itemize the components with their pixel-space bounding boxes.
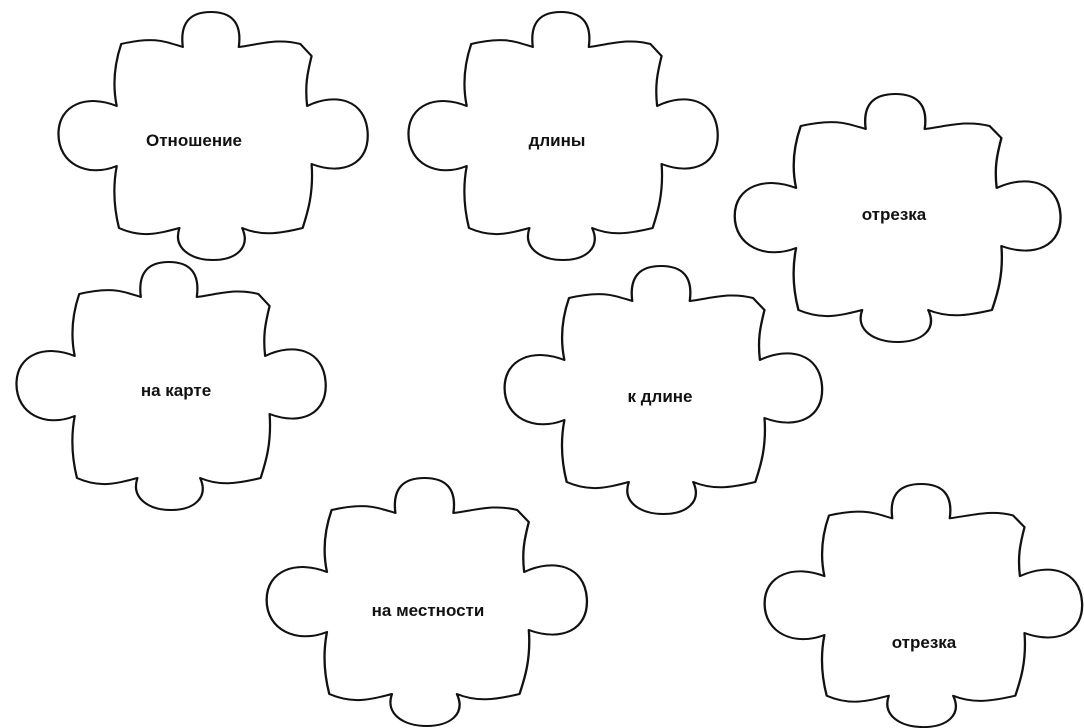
piece-label-5: к длине [628, 387, 693, 406]
piece-label-1: Отношение [146, 131, 242, 150]
puzzle-piece-7[interactable] [765, 484, 1083, 727]
piece-label-7: отрезка [892, 633, 957, 652]
piece-label-3: отрезка [862, 205, 927, 224]
piece-label-4: на карте [141, 381, 211, 400]
piece-outline [765, 484, 1083, 727]
piece-label-6: на местности [372, 601, 485, 620]
piece-label-2: длины [529, 131, 586, 150]
